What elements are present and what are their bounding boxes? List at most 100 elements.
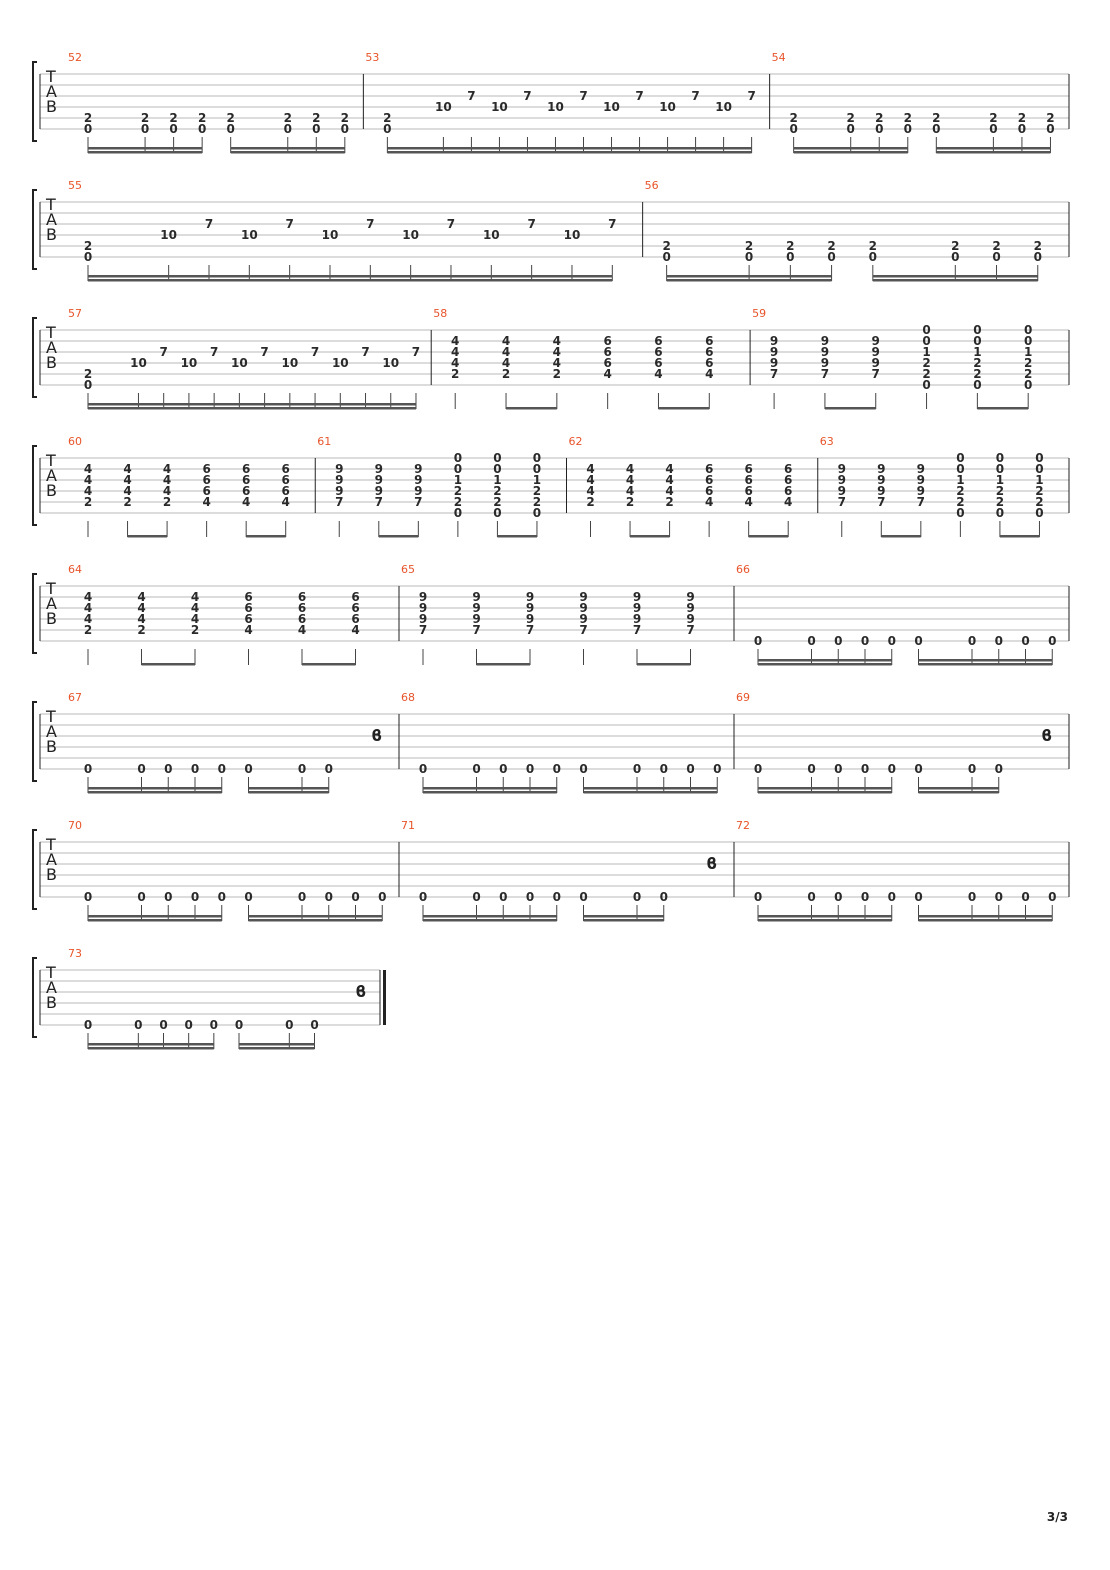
- beat: 7: [412, 345, 420, 409]
- beam-secondary: [993, 147, 1022, 150]
- beat: 0: [164, 890, 172, 921]
- fret-number: 4: [84, 462, 92, 476]
- beat: 20: [84, 367, 92, 409]
- fret-number: 4: [137, 590, 145, 604]
- beam: [999, 535, 1040, 538]
- tab-system: TAB6044424442444266646664666461999799979…: [32, 435, 1070, 538]
- beam-secondary: [503, 787, 530, 790]
- fret-number: 6: [705, 334, 713, 348]
- beat: 7: [361, 345, 370, 409]
- beat: 0: [285, 1018, 294, 1049]
- beam: [918, 919, 1053, 922]
- measure-number: 63: [820, 435, 834, 448]
- beat: 0: [754, 634, 762, 665]
- fret-number: 4: [553, 334, 561, 348]
- fret-number: 4: [451, 334, 459, 348]
- fret-number: 7: [635, 89, 643, 103]
- beam: [497, 535, 537, 538]
- fret-number: 1: [493, 473, 501, 487]
- beat: 20: [951, 239, 959, 281]
- beat: 20: [198, 111, 206, 153]
- beat: 0: [553, 890, 561, 921]
- fret-number: 0: [932, 122, 940, 136]
- fret-number: 2: [1024, 356, 1032, 370]
- tab-clef-letter: A: [46, 722, 57, 741]
- fret-number: 4: [163, 462, 171, 476]
- fret-number: 7: [361, 345, 369, 359]
- fret-number: 6: [784, 462, 792, 476]
- fret-number: 2: [827, 239, 835, 253]
- beat: 10: [241, 228, 258, 281]
- beam-secondary: [998, 915, 1026, 918]
- beam: [824, 407, 876, 410]
- fret-number: 10: [332, 356, 349, 370]
- fret-number: 2: [137, 623, 145, 637]
- fret-number: 7: [686, 623, 694, 637]
- fret-number: 2: [493, 495, 501, 509]
- beam-secondary: [758, 915, 812, 918]
- beam-secondary: [872, 275, 956, 278]
- fret-number: 9: [526, 612, 534, 626]
- beam-secondary: [583, 915, 637, 918]
- beam-secondary: [1021, 147, 1051, 150]
- beat: 0: [1021, 634, 1030, 665]
- fret-number: 2: [454, 495, 462, 509]
- measure-number: 61: [317, 435, 331, 448]
- fret-number: 0: [754, 762, 762, 776]
- fret-number: 0: [533, 506, 541, 520]
- beat: 0: [137, 890, 146, 921]
- beat: 0: [968, 634, 976, 665]
- beam-secondary: [387, 147, 444, 150]
- fret-number: 6: [705, 345, 713, 359]
- fret-number: 1: [1024, 345, 1032, 359]
- fret-number: 2: [922, 367, 930, 381]
- beat: ϐ: [372, 726, 383, 745]
- fret-number: 2: [1018, 111, 1026, 125]
- fret-number: 2: [493, 484, 501, 498]
- beam-secondary: [667, 147, 696, 150]
- page-number: 3/3: [1046, 1510, 1068, 1524]
- fret-number: 0: [861, 762, 869, 776]
- fret-number: 7: [260, 345, 268, 359]
- fret-number: 0: [827, 250, 835, 264]
- beam-secondary: [838, 659, 865, 662]
- fret-number: 0: [141, 122, 149, 136]
- beat: 0: [553, 762, 561, 793]
- beam: [758, 663, 892, 666]
- fret-number: 4: [665, 473, 673, 487]
- beat: 7: [608, 217, 616, 281]
- beam: [476, 663, 530, 666]
- beam: [378, 535, 419, 538]
- beam: [88, 151, 203, 154]
- fret-number: 4: [191, 590, 199, 604]
- system-bracket: [32, 61, 37, 142]
- beam: [246, 535, 286, 538]
- tab-clef-letter: A: [46, 978, 57, 997]
- beam-secondary: [88, 275, 169, 278]
- fret-number: 7: [311, 345, 319, 359]
- fret-number: 2: [341, 111, 349, 125]
- beam: [141, 663, 195, 666]
- fret-number: 4: [502, 345, 510, 359]
- fret-number: 10: [281, 356, 298, 370]
- beam-secondary: [996, 275, 1038, 278]
- fret-number: 4: [137, 601, 145, 615]
- fret-number: 0: [84, 890, 92, 904]
- fret-number: 10: [564, 228, 581, 242]
- fret-number: 7: [872, 367, 880, 381]
- fret-number: 0: [973, 378, 981, 392]
- beat: 0: [633, 762, 641, 793]
- beam-secondary: [423, 915, 477, 918]
